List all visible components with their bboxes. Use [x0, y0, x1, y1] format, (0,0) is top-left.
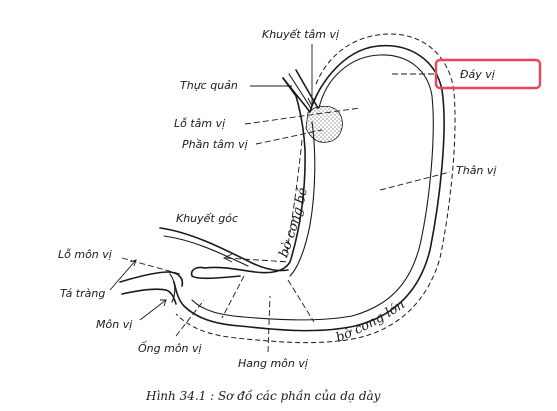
pylorus-ring — [170, 274, 175, 302]
label-khuyet-goc: Khuyết góc — [176, 212, 238, 225]
antrum-division-2 — [288, 280, 314, 322]
leader-mon-vi — [140, 300, 166, 320]
figure-caption: Hình 34.1 : Sơ đồ các phần của dạ dày — [145, 388, 381, 403]
leader-ta-trang — [110, 260, 136, 290]
label-lo-mon-vi: Lỗ môn vị — [58, 248, 113, 261]
label-mon-vi: Môn vị — [96, 318, 133, 331]
label-day-vi: Đáy vị — [460, 68, 496, 81]
label-than-vi: Thân vị — [456, 164, 497, 177]
label-ong-mon-vi: Ống môn vị — [138, 341, 203, 355]
label-hang-mon-vi: Hang môn vị — [238, 357, 309, 370]
stomach-inner-wall — [192, 55, 433, 320]
label-thuc-quan: Thực quản — [180, 79, 238, 92]
label-phan-tam-vi: Phần tâm vị — [182, 138, 249, 151]
label-khuyet-tam-vi: Khuyết tâm vị — [262, 28, 340, 41]
label-ta-trang: Tá tràng — [60, 287, 105, 300]
label-lo-tam-vi: Lỗ tâm vị — [174, 117, 226, 130]
leader-hang-mon-vi — [268, 296, 270, 352]
antrum-division-1 — [222, 276, 244, 318]
esophagus-left — [283, 78, 296, 96]
label-bo-cong-be: bờ cong bé — [277, 186, 311, 259]
duodenum-bottom — [122, 289, 176, 304]
angular-notch-upper — [160, 228, 288, 271]
